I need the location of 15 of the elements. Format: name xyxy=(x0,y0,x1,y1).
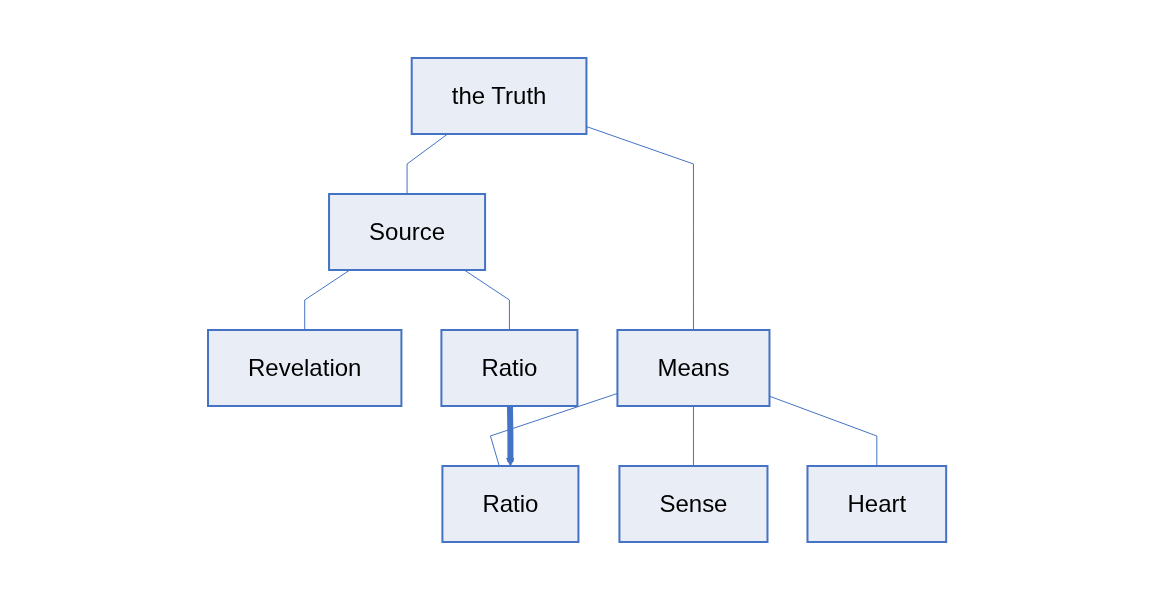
connector xyxy=(304,269,351,331)
node-box: Source xyxy=(328,193,487,271)
connector xyxy=(464,269,511,331)
connector xyxy=(406,133,449,195)
connector xyxy=(693,405,695,467)
node-box: the Truth xyxy=(411,57,588,135)
node-box: Sense xyxy=(618,465,769,543)
arrow xyxy=(506,405,516,467)
connector xyxy=(586,126,695,331)
node-box: Ratio xyxy=(440,329,579,407)
node-box: Ratio xyxy=(441,465,580,543)
node-box: Heart xyxy=(806,465,948,543)
node-box: Revelation xyxy=(207,329,403,407)
connector xyxy=(769,395,878,467)
node-box: Means xyxy=(616,329,771,407)
